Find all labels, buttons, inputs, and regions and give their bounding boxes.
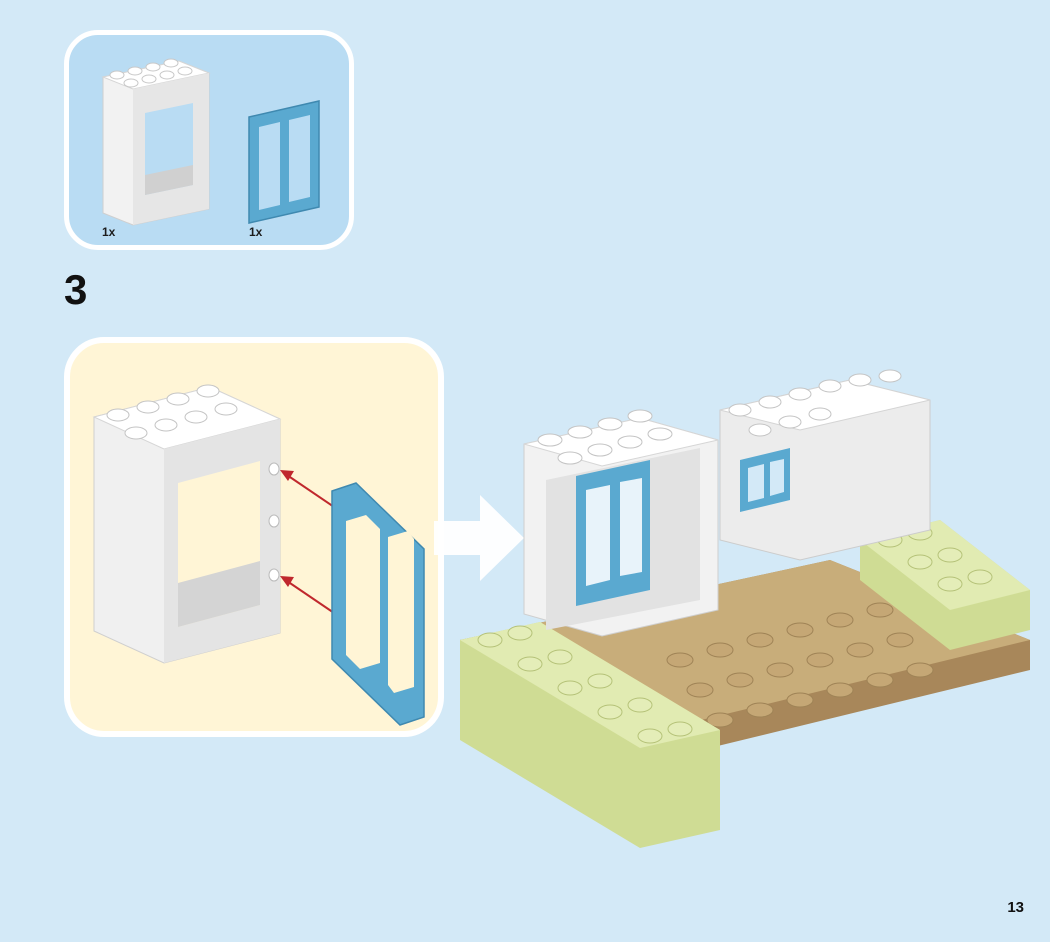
door-panel-part	[248, 100, 320, 224]
door-frame-part	[101, 58, 211, 226]
sub-door-frame	[92, 384, 282, 664]
right-green-bricks	[860, 520, 1030, 650]
page-number: 13	[1007, 899, 1024, 916]
back-walls	[719, 369, 931, 561]
parts-illustration	[101, 58, 320, 226]
step-arrow-icon	[434, 495, 524, 581]
panel-quantity: 1x	[249, 225, 263, 239]
tan-studs	[666, 602, 934, 728]
model-illustration	[460, 369, 1030, 848]
sub-door-panel	[331, 482, 425, 726]
sub-assembly-callout	[64, 337, 444, 737]
insertion-arrows	[280, 470, 341, 618]
parts-callout: 1x 1x	[64, 30, 354, 250]
step-number: 3	[64, 266, 88, 313]
frame-quantity: 1x	[102, 225, 116, 239]
left-green-bricks	[460, 622, 720, 848]
sub-assembly-illustration	[92, 384, 425, 726]
model-door-frame	[523, 409, 719, 637]
